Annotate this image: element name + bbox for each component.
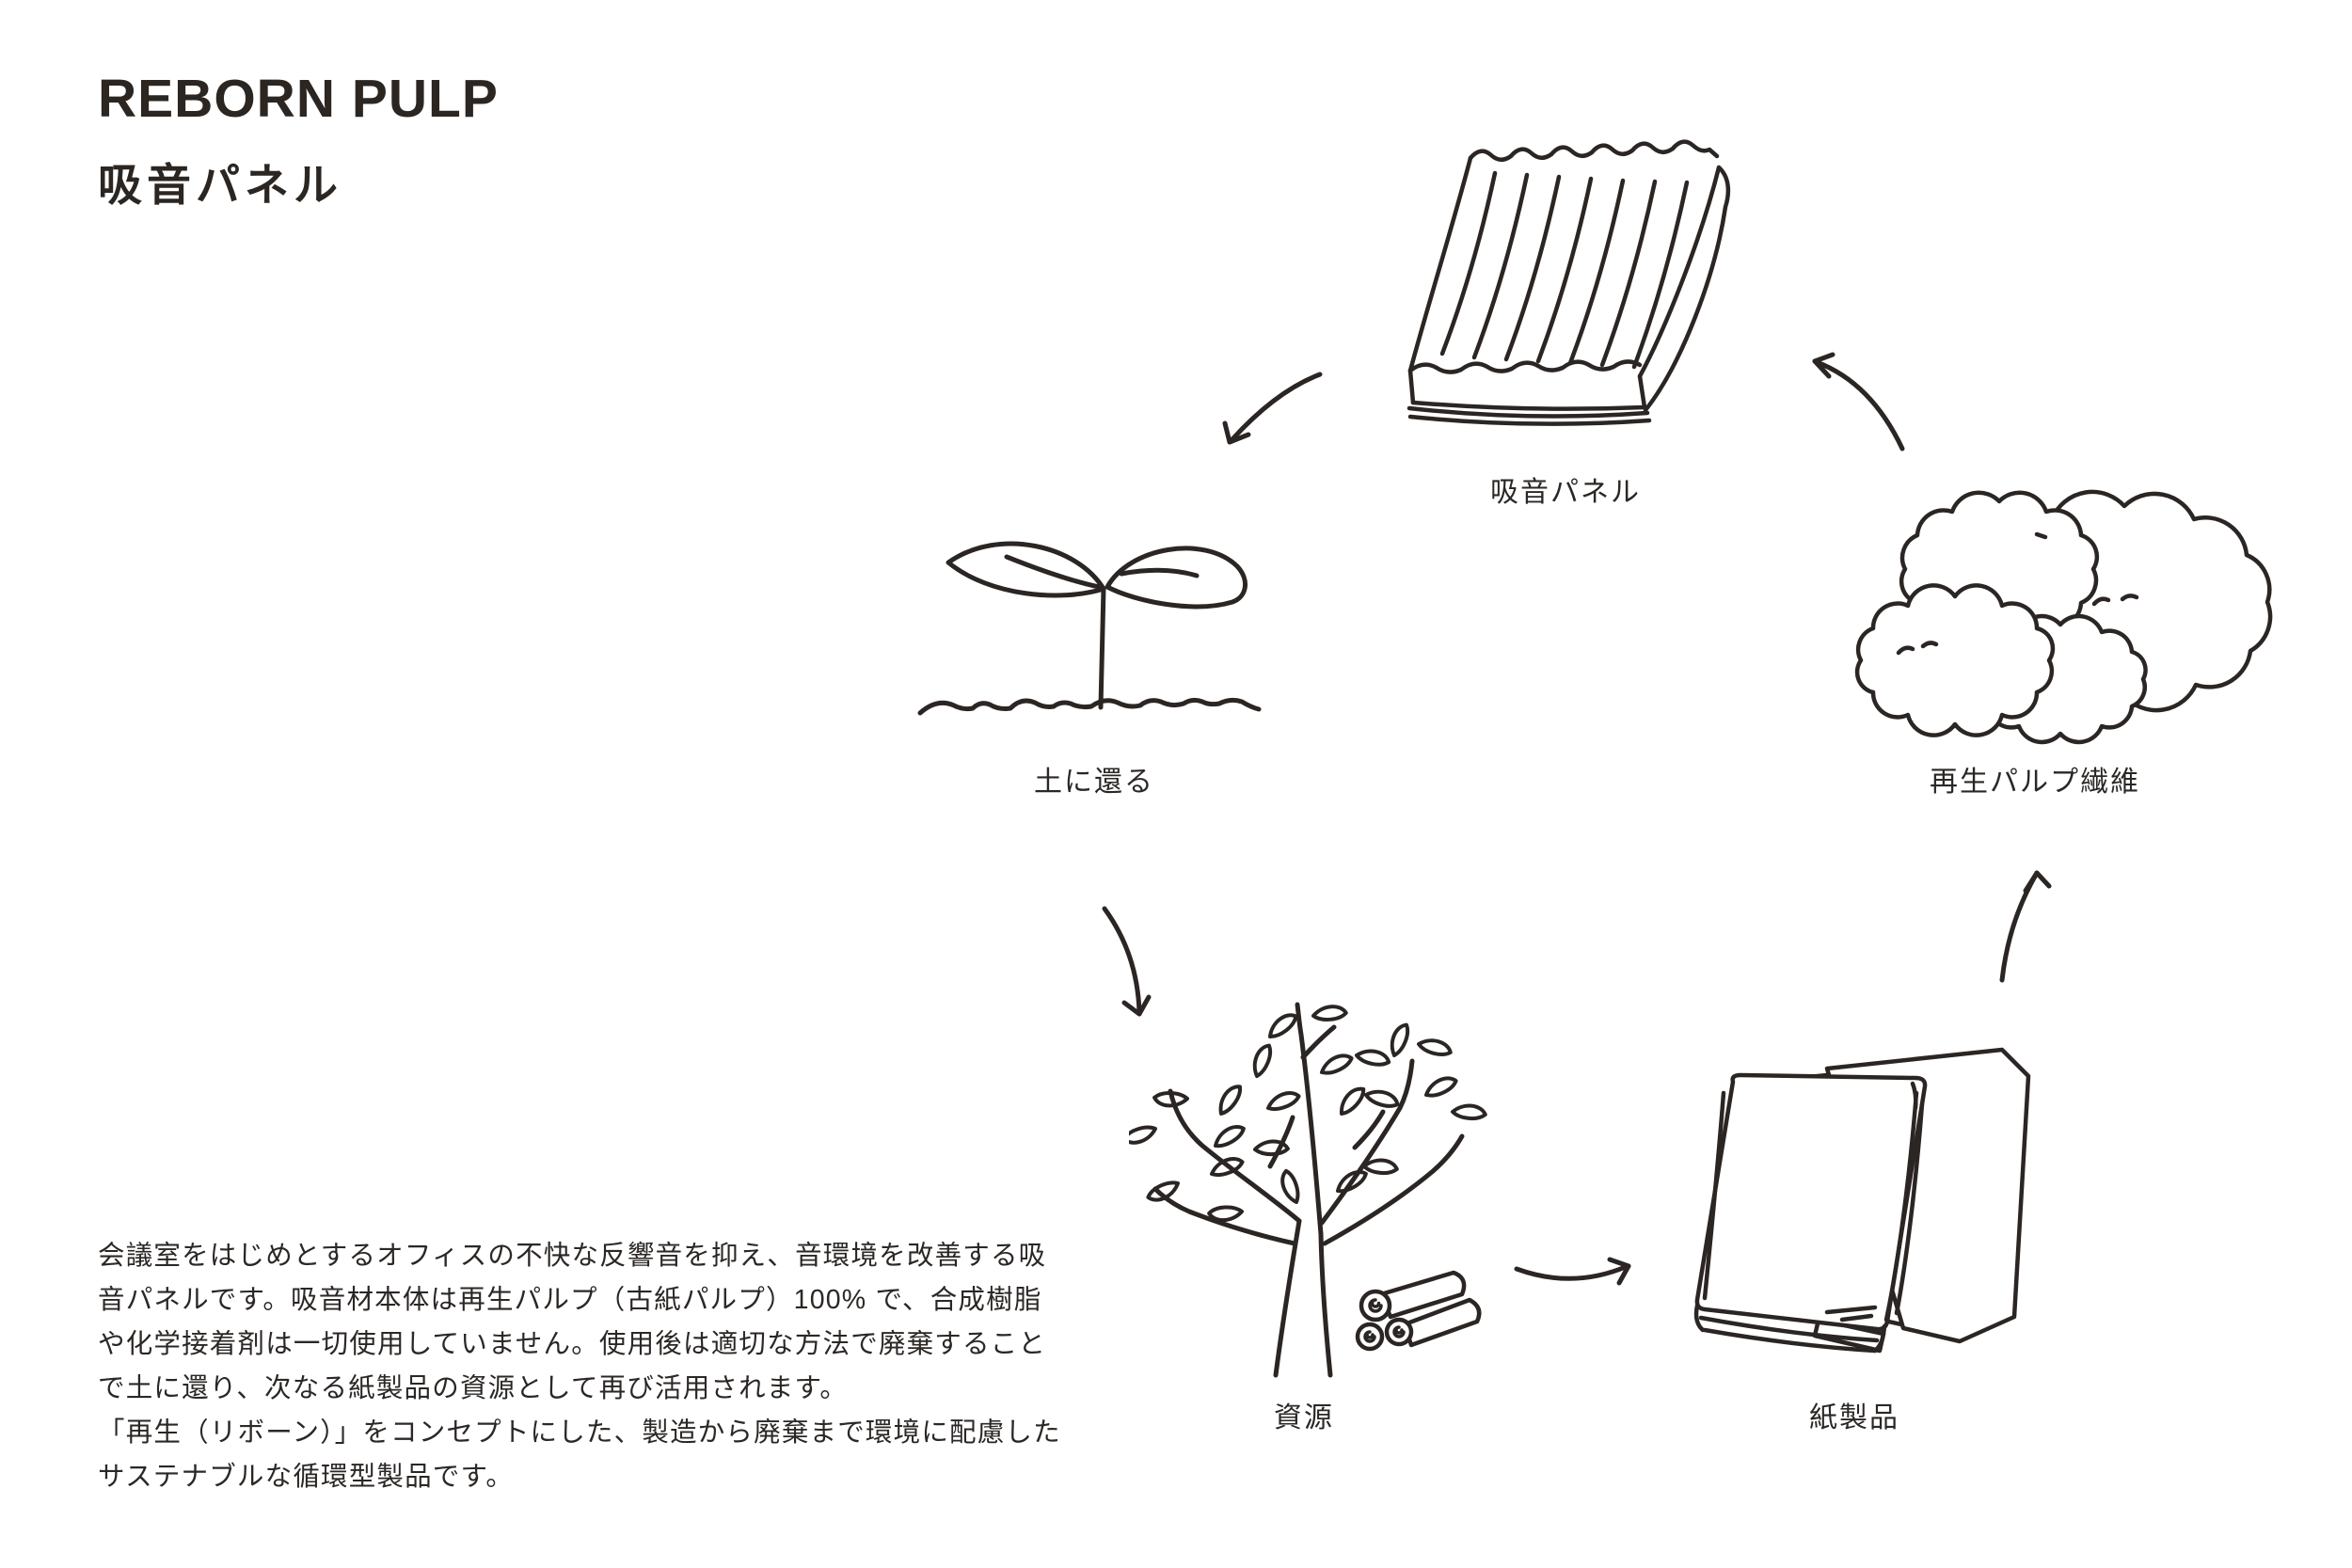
node-label-panel: 吸音パネル [1490, 477, 1641, 508]
pulp-fiber-illustration [1854, 489, 2273, 745]
description-line: サステナブルな循環型製品です。 [98, 1462, 515, 1492]
acoustic-panel-illustration [1406, 139, 1731, 426]
sprout-illustration [917, 541, 1262, 716]
tree-and-logs-illustration [1129, 1002, 1489, 1378]
arrow-resource-to-paper [1514, 1257, 1631, 1286]
description-line: や化学接着剤は一切使用していません。使用後は適切な方法で廃棄すること [98, 1329, 1047, 1359]
paper-products-illustration [1693, 1047, 2031, 1354]
arrow-paper-to-fiber [1999, 870, 2052, 983]
page-title: REBORN PULP [98, 69, 499, 129]
page-subtitle: 吸音パネル [98, 160, 342, 210]
node-label-paper: 紙製品 [1809, 1402, 1899, 1433]
arrow-fiber-to-panel [1812, 352, 1905, 451]
description-line: で土に還り、次なる紙製品の資源として再び活用されます。 [98, 1373, 849, 1403]
node-label-resource: 資源 [1274, 1402, 1334, 1433]
description-line: 「再生（リボーン）」をコンセプトにした、製造から廃棄まで環境に配慮した [98, 1418, 1061, 1448]
arrow-panel-to-soil [1222, 372, 1323, 445]
description-line: 会議室をはじめとするオフィスの不快な反響音を抑え、音環境を改善する吸 [98, 1241, 1047, 1271]
description-line: 音パネルです。吸音材本体は再生パルプ（古紙パルプ）100% で、合成樹脂 [98, 1285, 1042, 1315]
node-label-fiber: 再生パルプ繊維 [1930, 767, 2140, 798]
product-description: 会議室をはじめとするオフィスの不快な反響音を抑え、音環境を改善する吸 音パネルで… [98, 1234, 1061, 1499]
node-label-soil: 土に還る [1034, 767, 1154, 798]
